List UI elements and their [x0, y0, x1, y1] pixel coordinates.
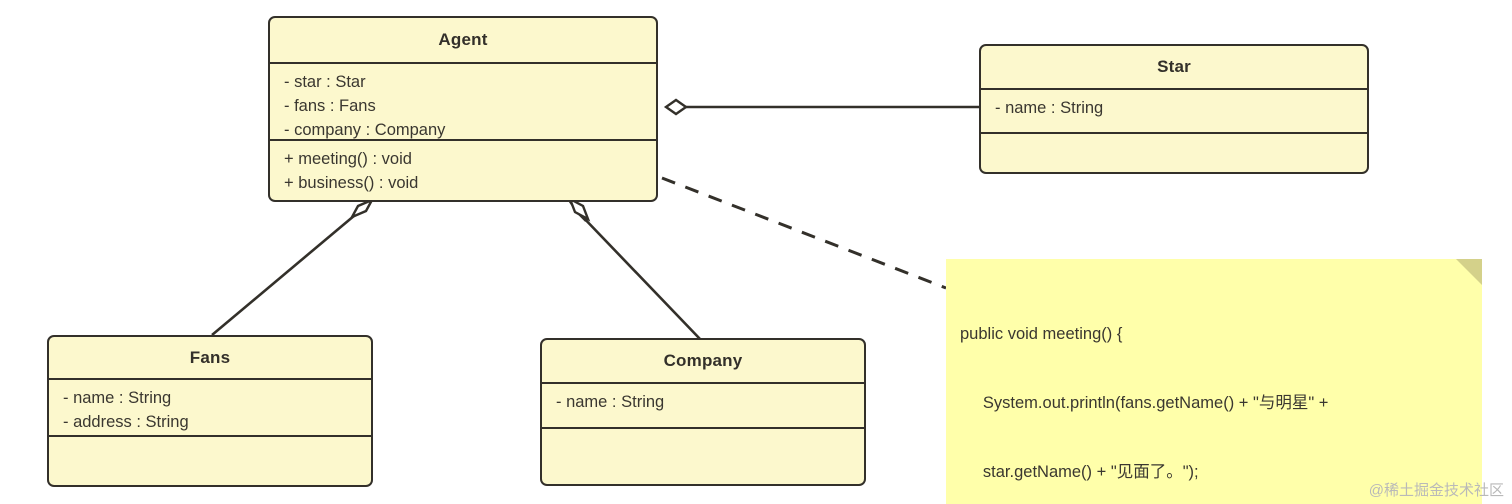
class-methods-fans	[49, 435, 371, 485]
method-item: + meeting() : void	[284, 150, 412, 168]
aggregation-diamond-star	[663, 98, 689, 116]
code-line: star.getName() + "见面了。");	[960, 463, 1199, 481]
watermark-text: @稀土掘金技术社区	[1368, 482, 1504, 499]
connector-agent-note	[661, 176, 947, 290]
class-attributes-company: - name : String	[542, 382, 864, 427]
uml-note-code[interactable]: public void meeting() { System.out.print…	[946, 259, 1482, 504]
class-attributes-star: - name : String	[981, 88, 1367, 132]
attribute-item: - star : Star	[284, 73, 366, 91]
connector-agent-fans	[211, 209, 362, 336]
class-title-company: Company	[663, 351, 743, 370]
uml-class-company[interactable]: Company - name : String	[540, 338, 866, 486]
class-title-fans: Fans	[189, 347, 231, 367]
connector-agent-company	[579, 213, 701, 340]
class-title-agent: Agent	[438, 30, 488, 49]
aggregation-diamond-fans	[349, 197, 375, 220]
attribute-item: - name : String	[995, 99, 1104, 117]
attribute-item: - fans : Fans	[284, 97, 376, 115]
class-methods-agent: + meeting() : void + business() : void	[270, 139, 656, 200]
code-line: System.out.println(fans.getName() + "与明星…	[960, 394, 1329, 412]
code-line: public void meeting() {	[960, 325, 1123, 343]
class-attributes-agent: - star : Star - fans : Fans - company : …	[270, 62, 656, 139]
uml-class-star[interactable]: Star - name : String	[979, 44, 1369, 174]
uml-class-agent[interactable]: Agent - star : Star - fans : Fans - comp…	[268, 16, 658, 202]
method-item: + business() : void	[284, 174, 419, 192]
class-title-star: Star	[1157, 57, 1191, 76]
uml-class-fans[interactable]: Fans - name : String - address : String	[47, 335, 373, 487]
aggregation-diamond-company-shape	[567, 196, 591, 222]
attribute-item: - company : Company	[284, 121, 446, 139]
class-methods-star	[981, 132, 1367, 172]
class-methods-company	[542, 427, 864, 484]
attribute-item: - name : String	[556, 393, 665, 411]
attribute-item: - address : String	[63, 413, 189, 431]
note-code-content: public void meeting() { System.out.print…	[946, 259, 1482, 504]
class-attributes-fans: - name : String - address : String	[49, 378, 371, 435]
attribute-item: - name : String	[63, 389, 172, 407]
note-fold-corner	[1456, 259, 1482, 285]
aggregation-diamond-company	[568, 199, 587, 222]
